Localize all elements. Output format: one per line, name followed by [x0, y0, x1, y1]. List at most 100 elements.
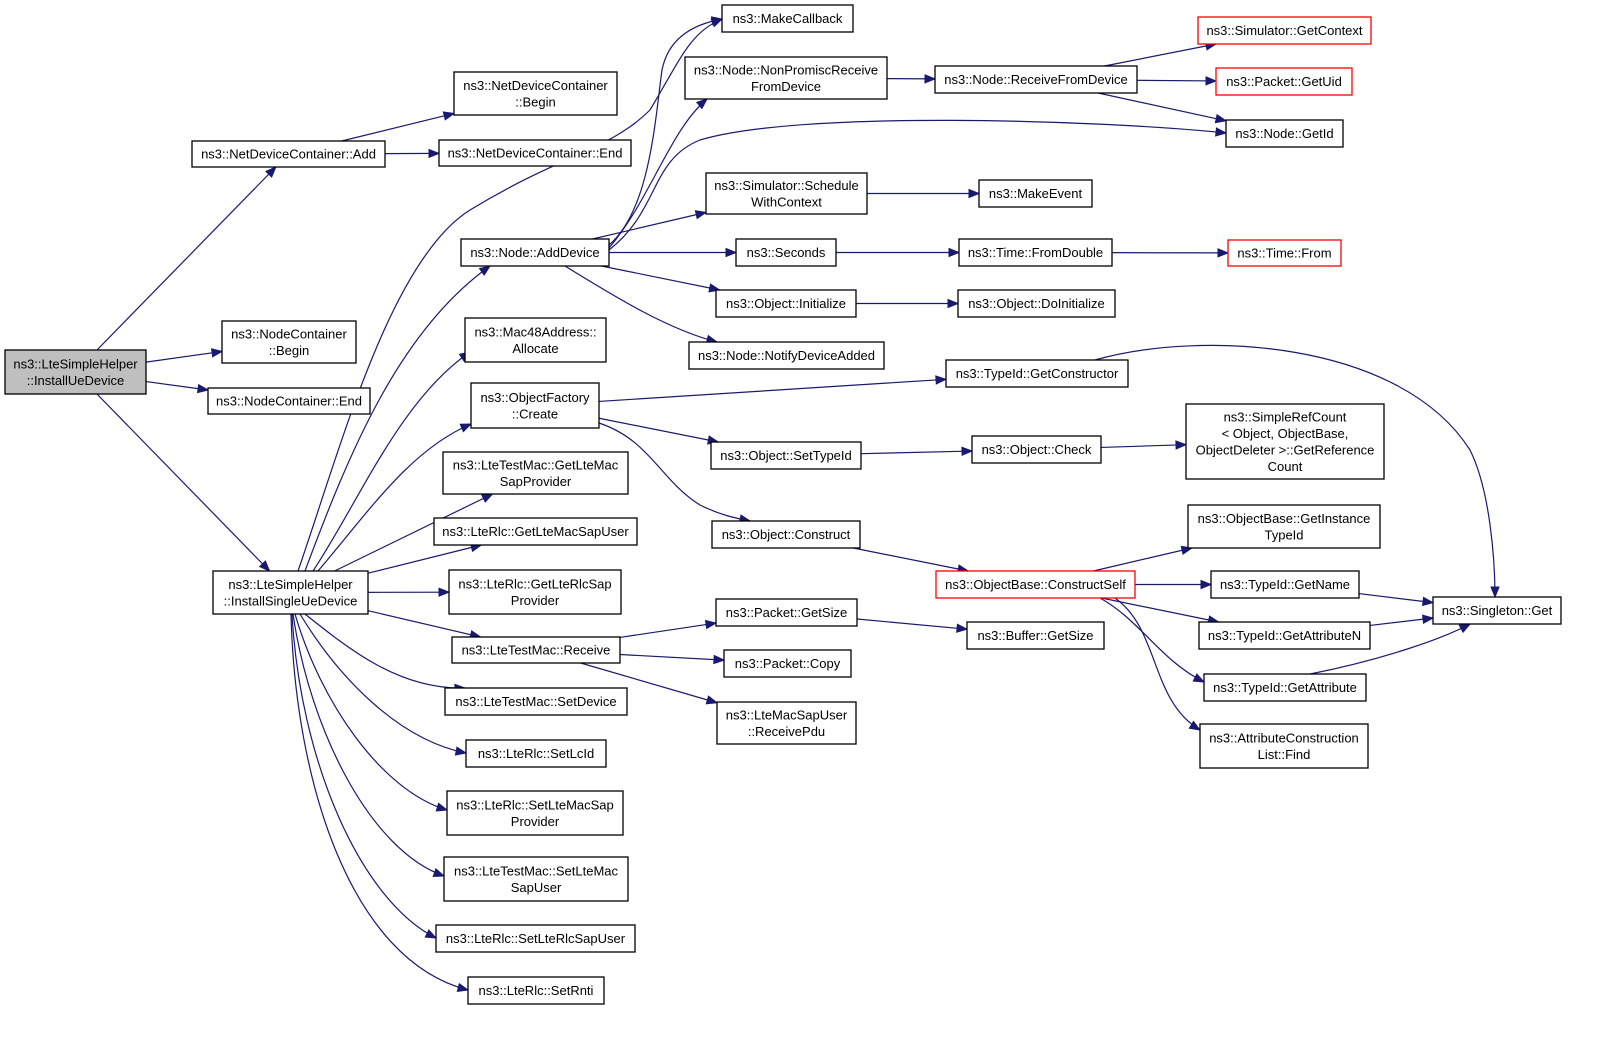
node-label: ::Begin	[269, 343, 309, 358]
edge-n6-to-n44	[304, 613, 467, 694]
graph-node-n45[interactable]: ns3::LteRlc::SetLcId	[465, 739, 607, 768]
edge-n32-to-n33	[1135, 579, 1213, 590]
node-label: ns3::Packet::Copy	[735, 656, 841, 671]
node-box	[711, 520, 861, 549]
graph-node-n41[interactable]: ns3::LteTestMac::Receive	[451, 636, 621, 664]
edge-n26-to-n27	[1100, 440, 1188, 450]
node-label: ns3::LteRlc::SetRnti	[479, 983, 594, 998]
graph-node-n5[interactable]: ns3::NodeContainer::End	[207, 387, 371, 415]
node-box	[1203, 673, 1367, 702]
node-box	[444, 687, 628, 716]
node-box	[464, 317, 607, 363]
graph-node-n29[interactable]: ns3::LteRlc::GetLteMacSapUser	[433, 517, 638, 546]
edge-n0-to-n1	[96, 166, 277, 351]
graph-node-n27[interactable]: ns3::SimpleRefCount< Object, ObjectBase,…	[1185, 403, 1385, 480]
graph-node-n17[interactable]: ns3::Time::FromDouble	[958, 238, 1113, 267]
node-label: ns3::TypeId::GetConstructor	[956, 366, 1119, 381]
node-label: ns3::Simulator::Schedule	[714, 178, 859, 193]
node-label: ::Begin	[515, 94, 555, 109]
node-label: ns3::Packet::GetSize	[726, 605, 847, 620]
node-box	[1198, 621, 1371, 650]
node-box	[958, 238, 1113, 267]
edge-n35-to-n34	[1369, 614, 1435, 627]
graph-node-n16[interactable]: ns3::Seconds	[735, 238, 837, 267]
graph-node-n36[interactable]: ns3::TypeId::GetAttribute	[1203, 673, 1367, 702]
node-box	[715, 598, 858, 627]
graph-node-n48[interactable]: ns3::LteRlc::SetLteRlcSapUser	[435, 924, 636, 953]
node-label: ns3::Node::AddDevice	[470, 245, 599, 260]
graph-node-n33[interactable]: ns3::TypeId::GetName	[1210, 570, 1360, 599]
edge-n6-to-n15	[304, 265, 492, 572]
graph-node-n9[interactable]: ns3::Node::ReceiveFromDevice	[934, 65, 1138, 94]
graph-node-n42[interactable]: ns3::Packet::Copy	[723, 649, 852, 678]
graph-node-n30[interactable]: ns3::Object::Construct	[711, 520, 861, 549]
node-box	[191, 140, 386, 168]
graph-node-n3[interactable]: ns3::NetDeviceContainer::End	[438, 139, 632, 167]
graph-node-n0[interactable]: ns3::LteSimpleHelper::InstallUeDevice	[4, 349, 147, 395]
node-box	[1225, 119, 1344, 148]
graph-node-n35[interactable]: ns3::TypeId::GetAttributeN	[1198, 621, 1371, 650]
node-label: ns3::LteTestMac::Receive	[462, 643, 611, 658]
graph-node-n14[interactable]: ns3::MakeEvent	[978, 179, 1093, 208]
node-label: ns3::LteRlc::GetLteMacSapUser	[442, 524, 629, 539]
graph-node-n11[interactable]: ns3::Packet::GetUid	[1215, 67, 1353, 96]
graph-node-n7[interactable]: ns3::MakeCallback	[721, 4, 854, 33]
graph-node-n43[interactable]: ns3::LteMacSapUser::ReceivePdu	[716, 701, 857, 745]
graph-node-n24[interactable]: ns3::TypeId::GetConstructor	[945, 359, 1129, 388]
node-label: ns3::LteTestMac::SetDevice	[455, 694, 616, 709]
node-box	[438, 139, 632, 167]
node-box	[934, 65, 1138, 94]
node-label: ns3::SimpleRefCount	[1224, 409, 1347, 424]
node-box	[971, 435, 1102, 464]
graph-node-n22[interactable]: ns3::Mac48Address::Allocate	[464, 317, 607, 363]
graph-node-n20[interactable]: ns3::Object::DoInitialize	[957, 289, 1116, 318]
node-label: ns3::Node::GetId	[1235, 126, 1333, 141]
graph-node-n4[interactable]: ns3::NodeContainer::Begin	[221, 320, 357, 364]
node-label: ns3::NodeContainer	[231, 326, 347, 341]
node-box	[935, 570, 1136, 599]
edge-n9-to-n12	[1098, 92, 1228, 124]
graph-node-n34[interactable]: ns3::Singleton::Get	[1432, 596, 1562, 625]
graph-node-n32[interactable]: ns3::ObjectBase::ConstructSelf	[935, 570, 1136, 599]
node-box	[451, 636, 621, 664]
node-box	[721, 4, 854, 33]
graph-node-n6[interactable]: ns3::LteSimpleHelper::InstallSingleUeDev…	[212, 570, 369, 615]
graph-node-n10[interactable]: ns3::Simulator::GetContext	[1197, 16, 1372, 45]
node-label: ns3::Buffer::GetSize	[977, 628, 1093, 643]
graph-node-n21[interactable]: ns3::Node::NotifyDeviceAdded	[688, 341, 885, 370]
graph-node-n40[interactable]: ns3::Buffer::GetSize	[966, 621, 1105, 650]
node-label: < Object, ObjectBase,	[1222, 426, 1349, 441]
edge-n6-to-n23	[317, 423, 473, 572]
node-label: ns3::NetDeviceContainer::Add	[201, 147, 376, 162]
graph-node-n12[interactable]: ns3::Node::GetId	[1225, 119, 1344, 148]
node-box	[467, 976, 605, 1005]
graph-node-n49[interactable]: ns3::LteRlc::SetRnti	[467, 976, 605, 1005]
graph-node-n19[interactable]: ns3::Object::Initialize	[715, 289, 857, 318]
graph-node-n39[interactable]: ns3::Packet::GetSize	[715, 598, 858, 627]
graph-node-n26[interactable]: ns3::Object::Check	[971, 435, 1102, 464]
node-label: ns3::LteSimpleHelper	[13, 356, 138, 371]
graph-node-n2[interactable]: ns3::NetDeviceContainer::Begin	[453, 71, 618, 116]
node-box	[453, 71, 618, 116]
graph-node-n1[interactable]: ns3::NetDeviceContainer::Add	[191, 140, 386, 168]
node-label: ns3::Seconds	[747, 245, 826, 260]
node-label: WithContext	[751, 194, 822, 209]
graph-node-n23[interactable]: ns3::ObjectFactory::Create	[470, 382, 600, 429]
graph-node-n15[interactable]: ns3::Node::AddDevice	[460, 238, 610, 267]
node-box	[1210, 570, 1360, 599]
node-label: ns3::MakeCallback	[733, 11, 843, 26]
graph-node-n18[interactable]: ns3::Time::From	[1227, 239, 1342, 267]
node-label: ::ReceivePdu	[748, 724, 825, 739]
graph-node-n25[interactable]: ns3::Object::SetTypeId	[710, 441, 862, 470]
graph-node-n44[interactable]: ns3::LteTestMac::SetDevice	[444, 687, 628, 716]
node-label: ns3::AttributeConstruction	[1209, 730, 1359, 745]
